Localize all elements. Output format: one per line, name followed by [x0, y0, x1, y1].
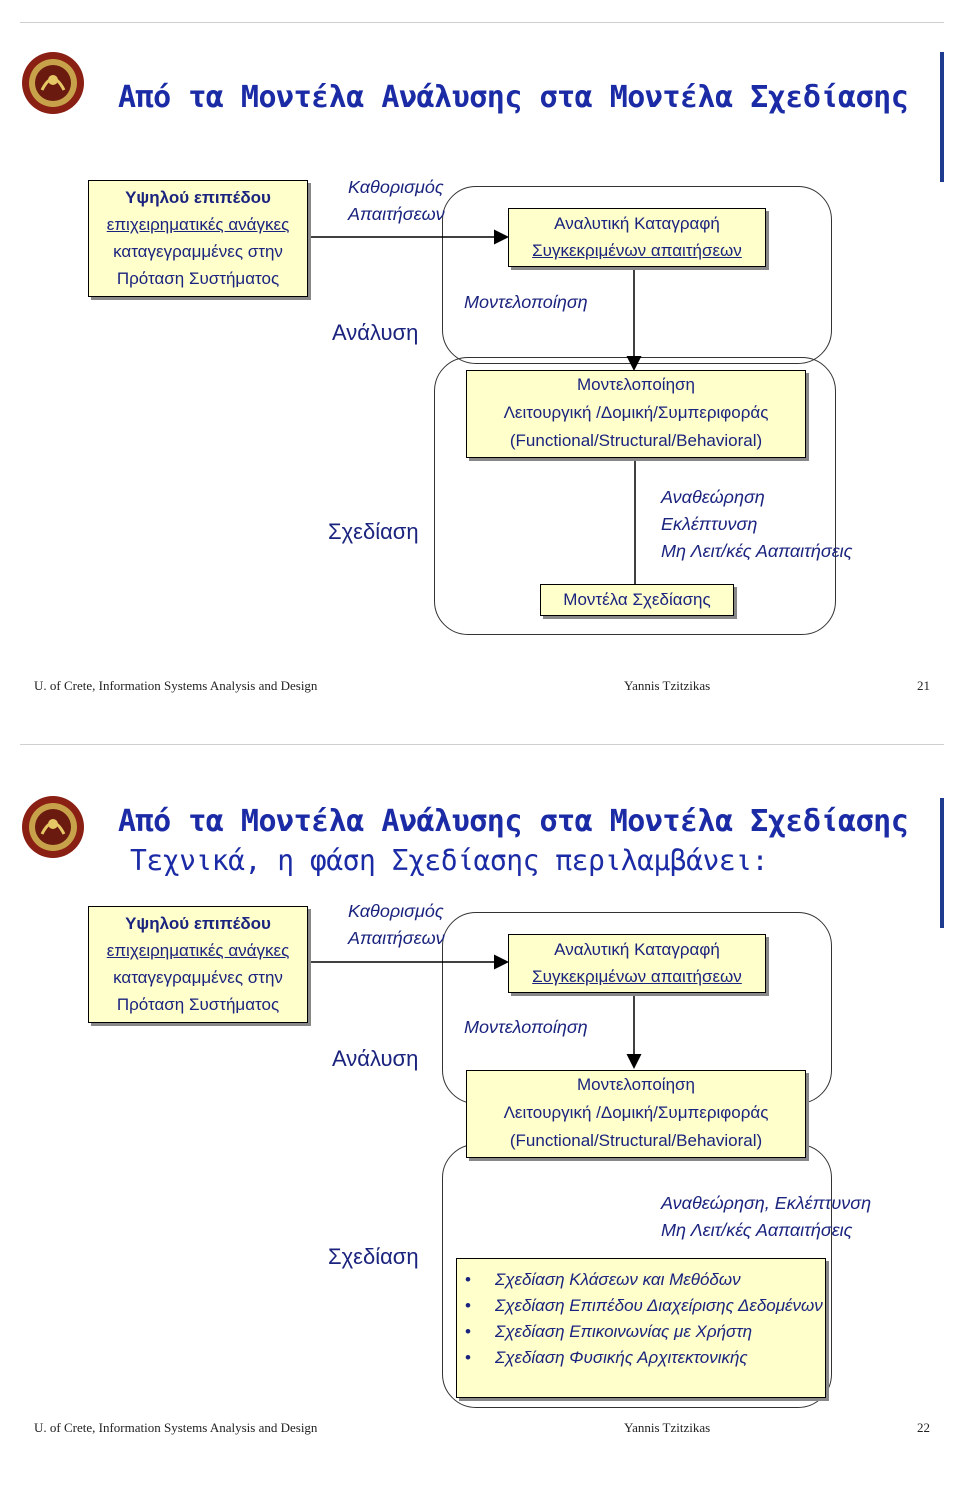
- design-label: Σχεδίαση: [328, 519, 419, 544]
- note-line: Αναθεώρηση, Εκλέπτυνση: [661, 1193, 872, 1213]
- list-item-text: Σχεδίαση Φυσικής Αρχιτεκτονικής: [495, 1348, 748, 1367]
- box-line: Αναλυτική Καταγραφή: [554, 214, 720, 233]
- box-line: (Functional/Structural/Behavioral): [509, 1131, 763, 1150]
- bullet-marker: •: [465, 1296, 471, 1315]
- box-line: επιχειρηματικές ανάγκες: [106, 941, 290, 960]
- modeling-label: Μοντελοποίηση: [464, 292, 588, 312]
- analytic-record-box: Αναλυτική Καταγραφή Συγκεκριμένων απαιτή…: [508, 934, 766, 993]
- slide-21: Από τα Μοντέλα Ανάλυσης στα Μοντέλα Σχεδ…: [20, 22, 944, 693]
- review-notes: Αναθεώρηση Εκλέπτυνση Μη Λειτ/κές Ααπαιτ…: [661, 484, 852, 565]
- design-models-box: Μοντέλα Σχεδίασης: [540, 584, 734, 616]
- label-line: Απαιτήσεων: [348, 204, 445, 224]
- bullet-marker: •: [465, 1270, 471, 1289]
- system-proposal-box: Υψηλού επιπέδου επιχειρηματικές ανάγκες …: [88, 180, 308, 297]
- system-proposal-box: Υψηλού επιπέδου επιχειρηματικές ανάγκες …: [88, 906, 308, 1023]
- modeling-box: Μοντελοποίηση Λειτουργική /Δομική/Συμπερ…: [466, 370, 806, 458]
- footer-page-number: 21: [917, 678, 930, 693]
- box-line: Συγκεκριμένων απαιτήσεων: [532, 241, 742, 260]
- requirements-label: Καθορισμός Απαιτήσεων: [348, 174, 445, 228]
- requirements-label: Καθορισμός Απαιτήσεων: [348, 898, 445, 952]
- box-line: Αναλυτική Καταγραφή: [554, 940, 720, 959]
- box-line: Συγκεκριμένων απαιτήσεων: [532, 967, 742, 986]
- list-item-text: Σχεδίαση Κλάσεων και Μεθόδων: [495, 1270, 741, 1289]
- analytic-record-box: Αναλυτική Καταγραφή Συγκεκριμένων απαιτή…: [508, 208, 766, 267]
- footer-page-number: 22: [917, 1420, 930, 1435]
- design-activities-list: • Σχεδίαση Κλάσεων και Μεθόδων • Σχεδίαση …: [456, 1258, 826, 1398]
- slide-top-border: [20, 744, 944, 745]
- slide-22: Από τα Μοντέλα Ανάλυσης στα Μοντέλα Σχεδ…: [0, 744, 960, 1489]
- analysis-label: Ανάλυση: [332, 1046, 419, 1071]
- box-line: Μοντελοποίηση: [577, 375, 695, 394]
- box-line: Υψηλού επιπέδου: [125, 188, 271, 207]
- bullet-marker: •: [465, 1322, 471, 1341]
- list-item-text: Σχεδίαση Επιπέδου Διαχείρισης Δεδομένων: [495, 1296, 823, 1315]
- box-line: (Functional/Structural/Behavioral): [509, 431, 763, 450]
- slide-accent-bar: [940, 798, 944, 928]
- box-line: Μοντελοποίηση: [577, 1075, 695, 1094]
- footer-course: U. of Crete, Information Systems Analysi…: [34, 1420, 318, 1435]
- page-title: Από τα Μοντέλα Ανάλυσης στα Μοντέλα Σχεδ…: [118, 804, 909, 839]
- university-logo-icon: [22, 796, 84, 858]
- list-item: • Σχεδίαση Επιπέδου Διαχείρισης Δεδομένων: [457, 1293, 825, 1319]
- box-line: Λειτουργική /Δομική/Συμπεριφοράς: [503, 1103, 769, 1122]
- box-line: Πρόταση Συστήματος: [116, 995, 280, 1014]
- note-line: Αναθεώρηση: [661, 487, 765, 507]
- modeling-box: Μοντελοποίηση Λειτουργική /Δομική/Συμπερ…: [466, 1070, 806, 1158]
- label-line: Απαιτήσεων: [348, 928, 445, 948]
- review-notes: Αναθεώρηση, Εκλέπτυνση Μη Λειτ/κές Ααπαι…: [661, 1190, 871, 1244]
- list-item: • Σχεδίαση Επικοινωνίας με Χρήστη: [457, 1319, 825, 1345]
- label-line: Καθορισμός: [348, 901, 444, 921]
- box-line: Πρόταση Συστήματος: [116, 269, 280, 288]
- slide-accent-bar: [940, 52, 944, 182]
- note-line: Εκλέπτυνση: [661, 514, 758, 534]
- bullet-marker: •: [465, 1348, 471, 1367]
- box-line: καταγεγραμμένες στην: [113, 242, 283, 261]
- box-line: Λειτουργική /Δομική/Συμπεριφοράς: [503, 403, 769, 422]
- list-item-text: Σχεδίαση Επικοινωνίας με Χρήστη: [495, 1322, 753, 1341]
- label-line: Καθορισμός: [348, 177, 444, 197]
- footer-course: U. of Crete, Information Systems Analysi…: [34, 678, 318, 693]
- modeling-label: Μοντελοποίηση: [464, 1017, 588, 1037]
- list-item: • Σχεδίαση Φυσικής Αρχιτεκτονικής: [457, 1345, 825, 1371]
- slide-top-border: [20, 22, 944, 23]
- box-line: επιχειρηματικές ανάγκες: [106, 215, 290, 234]
- flow-arrows: [306, 954, 642, 1069]
- university-logo-icon: [22, 52, 84, 114]
- page-subtitle: Τεχνικά, η φάση Σχεδίασης περιλαμβάνει:: [130, 844, 768, 877]
- flow-arrows: [306, 229, 642, 584]
- footer-author: Yannis Tzitzikas: [624, 678, 711, 693]
- page-title: Από τα Μοντέλα Ανάλυσης στα Μοντέλα Σχεδ…: [118, 80, 909, 115]
- footer-author: Yannis Tzitzikas: [624, 1420, 711, 1435]
- note-line: Μη Λειτ/κές Ααπαιτήσεις: [661, 541, 853, 561]
- list-item: • Σχεδίαση Κλάσεων και Μεθόδων: [457, 1267, 825, 1293]
- note-line: Μη Λειτ/κές Ααπαιτήσεις: [661, 1220, 853, 1240]
- box-line: Υψηλού επιπέδου: [125, 914, 271, 933]
- design-label: Σχεδίαση: [328, 1244, 419, 1269]
- box-line: καταγεγραμμένες στην: [113, 968, 283, 987]
- analysis-label: Ανάλυση: [332, 320, 419, 345]
